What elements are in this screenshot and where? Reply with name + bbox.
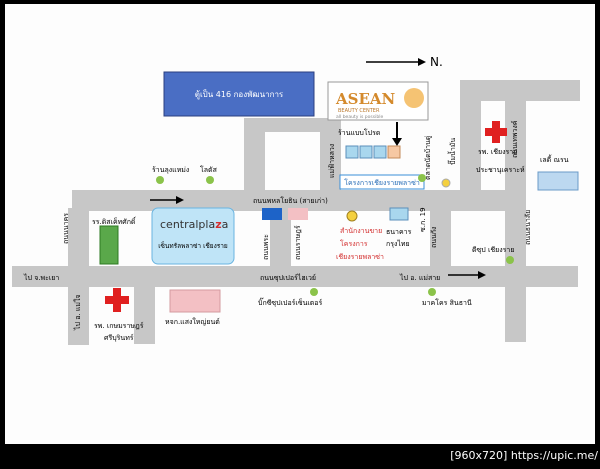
label-hospital-top1: รพ. เชียงราย [478,148,517,156]
asean-logo-sub2: all beauty is possible [336,114,383,120]
location-map: N. ตู้เป็น 416 กองพัฒนาการ ASEAN BEAUTY … [5,4,595,444]
nivit-building [537,171,579,191]
label-uaeng: แม่ฟ้าหลวง [328,144,336,178]
pink-building-small [288,208,308,220]
label-to-mae: ไป อ. แม่สาย [399,273,440,282]
down-arrow-head [392,138,402,146]
arrow-main-head [176,196,184,204]
bank-building [389,207,409,221]
label-rama: ถนนพระ [262,234,270,260]
marker-talad [418,174,426,182]
sales-office-marker [346,210,358,222]
shop-bottle-label: ร้านแบบโปรด [338,128,380,137]
label-khwai: ถนนกัง [430,227,438,248]
label-road-sup: ถนนซุปเปอร์ไฮเวย์ [260,273,316,282]
label-ceepop: ดีซุป เชียงราย [472,246,514,254]
label-tho-chai: ปั๊มน้ำมัน [446,138,457,165]
pink-building [169,289,221,313]
road-right [505,80,526,342]
label-project-name: โครงการ [340,239,368,248]
marker-tho-chai [441,178,451,188]
road-mid-v [270,208,291,268]
label-nivit: เลดี้ ณรน [540,153,569,164]
road-left-v3 [134,284,155,344]
shop-cubes [345,145,401,159]
road-superhighway [12,266,578,287]
label-hospital-bot2: ศรีบุรินทร์ [104,334,134,342]
road-right-top [460,80,481,193]
condo-top-label: ตู้เป็น 416 กองพัฒนาการ [195,89,284,100]
blue-building [262,208,282,220]
project-box-label: โครงการเชียงรายพลาซ่า [344,178,420,187]
label-bigc: บิ๊กซีซุปเปอร์เซ็นเตอร์ [258,297,322,307]
image-caption: [960x720] https://upic.me/ [450,449,598,462]
label-rs-bilding: รร.ดิสเค็ทศักดิ์ [92,216,137,226]
road-phahonyothin [72,190,510,211]
label-to-maesai: ไป อ. แม่ใจ [73,295,82,332]
road-center-v [244,118,265,193]
north-label: N. [430,55,443,69]
label-sales-office: สำนักงานขาย [340,227,382,235]
marker-ceepop [506,256,514,264]
central-plaza-building [151,207,235,265]
label-road-main: ถนนพหลโยธิน (สายเก่า) [253,196,328,205]
label-pink-building: หจก.แสงใหญ่ยนต์ [165,317,220,326]
central-sub: เซ็นทรัลพลาซ่า เชียงราย [158,241,228,250]
label-talad: ตลาดนัดบ้านดู่ [424,136,432,180]
marker-macro [428,288,436,296]
marker-bigc [310,288,318,296]
label-sorahan: ถนนราษฎร์ [294,225,302,260]
road-left-v2 [68,285,89,345]
road-mid-v2 [430,208,451,268]
hospital-bot-cross-v [113,288,121,312]
roads [12,80,580,345]
label-lotus: โลตัส [200,165,218,174]
label-shop-lanna: ร้านลุงแหม่ง [152,166,189,174]
angel-icon [404,88,424,108]
road-center-top [244,118,341,132]
rs-bilding [99,225,119,265]
arrow-mae-head [478,271,486,279]
central-brand: centralplaza [160,218,228,231]
road-center-v2 [320,118,341,193]
label-project-name2: เชียงรายพลาซ่า [336,253,384,261]
label-hospital-bot1: รพ. เกษมราษฎร์ [94,322,144,330]
marker-shop-lanna [156,176,164,184]
marker-lotus [206,176,214,184]
label-macro: มาคโคร สินธานี [422,298,472,307]
label-bank: ธนาคาร [386,228,412,236]
label-bank2: กรุงไทย [386,239,410,248]
label-kesee: ซ.ก. 19 [419,207,427,232]
north-arrow-head [418,58,426,66]
asean-logo-sub1: BEAUTY CENTER [338,108,380,114]
label-phayao: ไป จ.พะเยา [23,273,59,282]
condo-top-building [163,71,315,117]
label-road-right: ถนนเทพวงค์ [511,120,519,158]
label-hospital-top2: ประชานุเคราะห์ [476,166,525,174]
label-road-left: ถนนนาคร [62,213,70,244]
asean-logo-brand: ASEAN [335,90,396,108]
hospital-top-cross-v [492,121,500,143]
road-left-v [68,208,89,268]
label-road-far-right: ถนนธนาลัย [524,210,532,245]
road-top-right [460,80,580,101]
project-box [339,174,425,190]
